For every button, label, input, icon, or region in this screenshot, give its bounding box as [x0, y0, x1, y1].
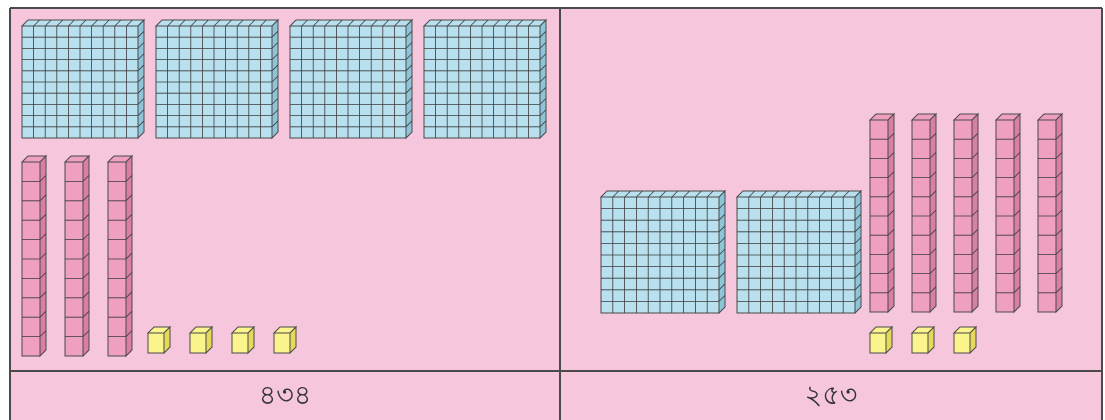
- one-cube: [274, 327, 296, 353]
- right-panel-number: ২৫৩: [560, 372, 1102, 420]
- hundred-flat: [601, 191, 725, 313]
- one-cube: [870, 327, 892, 353]
- ten-rod: [954, 114, 978, 312]
- one-cube: [232, 327, 254, 353]
- hundred-flat: [22, 20, 144, 138]
- hundred-flat: [156, 20, 278, 138]
- ten-rod: [1038, 114, 1062, 312]
- ten-rod: [912, 114, 936, 312]
- left-panel-number: ৪৩৪: [10, 372, 560, 420]
- ten-rod: [996, 114, 1020, 312]
- hundred-flat: [290, 20, 412, 138]
- hundred-flat: [424, 20, 546, 138]
- hundred-flat: [737, 191, 861, 313]
- ten-rod: [108, 156, 132, 356]
- ten-rod: [22, 156, 46, 356]
- one-cube: [954, 327, 976, 353]
- one-cube: [148, 327, 170, 353]
- one-cube: [190, 327, 212, 353]
- ten-rod: [870, 114, 894, 312]
- one-cube: [912, 327, 934, 353]
- ten-rod: [65, 156, 89, 356]
